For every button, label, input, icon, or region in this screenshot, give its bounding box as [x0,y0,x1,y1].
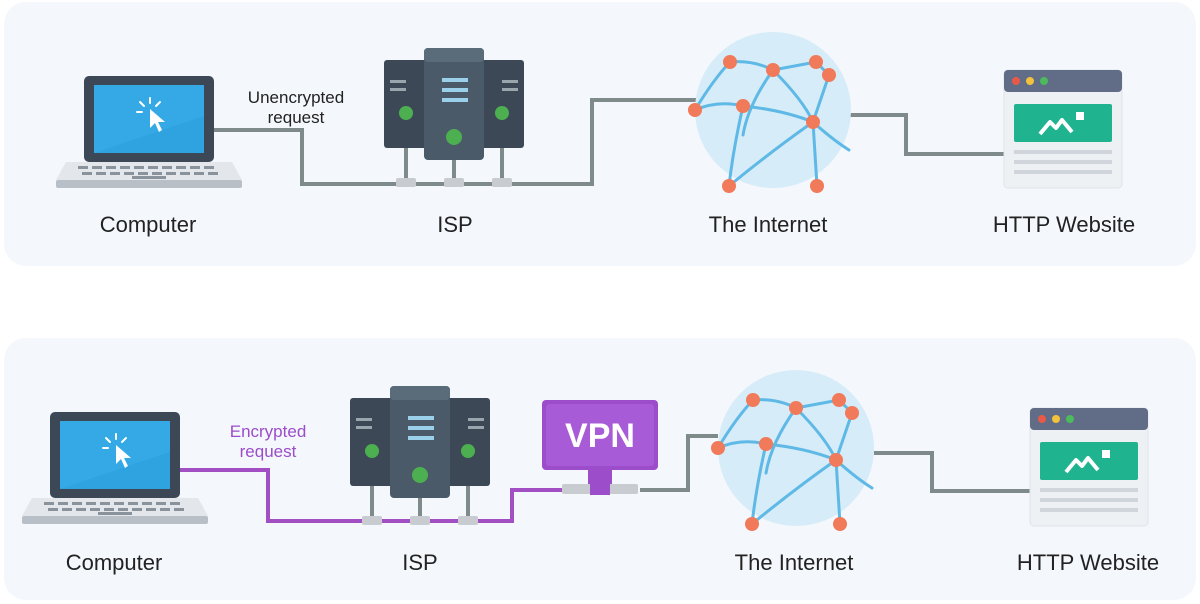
top-request-line2: request [267,108,325,127]
top-isp-label: ISP [437,212,473,237]
bottom-internet-label: The Internet [734,550,854,575]
top-website-label: HTTP Website [992,212,1136,237]
unencrypted-connection-lines [212,98,1008,186]
bottom-request-line2: request [239,442,297,461]
vpn-label: VPN [565,417,635,455]
bottom-http-website-browser [1028,406,1150,528]
bottom-isp-label: ISP [402,550,438,575]
bottom-isp-servers [348,384,492,527]
bottom-request-line1: Encrypted [229,422,307,441]
top-internet-label: The Internet [708,212,828,237]
bottom-computer-label: Computer [65,550,163,575]
encrypted-connection-lines [180,434,1032,523]
top-http-website-browser [1002,68,1124,190]
bottom-website-label: HTTP Website [1016,550,1160,575]
top-isp-servers [382,46,526,189]
vpn-box: VPN [542,400,658,495]
top-internet-globe [686,30,853,195]
top-computer-label: Computer [99,212,197,237]
bottom-request-label: Encrypted request [230,422,307,462]
top-request-line1: Unencrypted [247,88,345,107]
top-request-label: Unencrypted request [248,88,344,128]
bottom-internet-globe [709,368,876,533]
